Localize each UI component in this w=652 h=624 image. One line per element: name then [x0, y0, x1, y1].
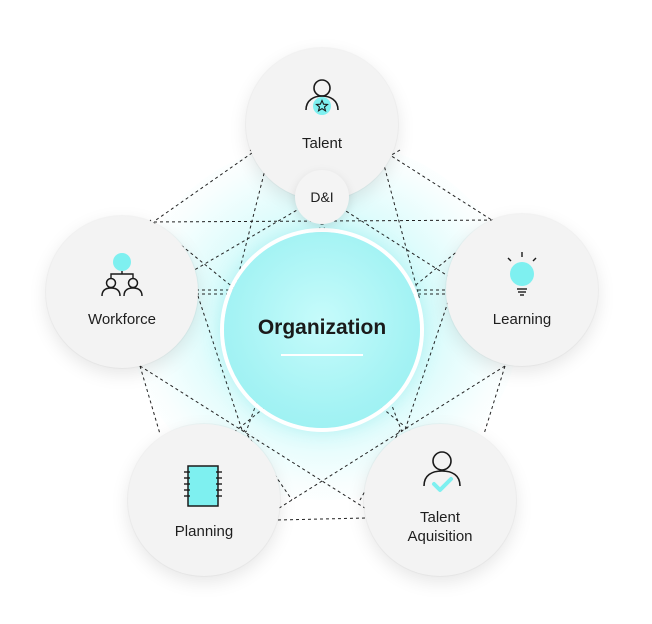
learning-node[interactable]: Learning: [446, 214, 598, 366]
connector-line: [139, 365, 369, 511]
connector-line: [231, 149, 271, 301]
lightbulb-icon: [507, 252, 537, 296]
planning-node[interactable]: Planning: [128, 424, 280, 576]
talent-label: Talent: [301, 135, 343, 152]
workforce-label: Workforce: [87, 311, 157, 328]
organization-node: Organization: [224, 232, 420, 428]
connector-line: [159, 149, 401, 291]
planning-label: Planning: [174, 523, 234, 540]
organization-underline: [281, 354, 363, 356]
org-chart-icon: [101, 253, 143, 297]
connector-line: [381, 149, 499, 225]
connector-line: [483, 365, 506, 435]
learning-label: Learning: [492, 311, 552, 328]
connector-line: [379, 149, 421, 301]
workforce-node[interactable]: Workforce: [46, 216, 198, 368]
connector-line: [404, 289, 453, 431]
person-check-icon: [423, 451, 461, 492]
person-star-icon: [305, 79, 339, 115]
talent-acquisition-node[interactable]: Talent Aquisition: [364, 424, 516, 576]
connector-line: [195, 289, 243, 431]
talent-acquisition-label-line2: Aquisition: [407, 528, 473, 545]
connector-line: [277, 517, 367, 521]
talent-acquisition-label-line1: Talent: [419, 509, 461, 526]
di-node[interactable]: D&I: [295, 170, 349, 224]
organization-title: Organization: [257, 316, 387, 339]
notebook-icon: [184, 465, 222, 507]
connector-line: [155, 145, 263, 221]
